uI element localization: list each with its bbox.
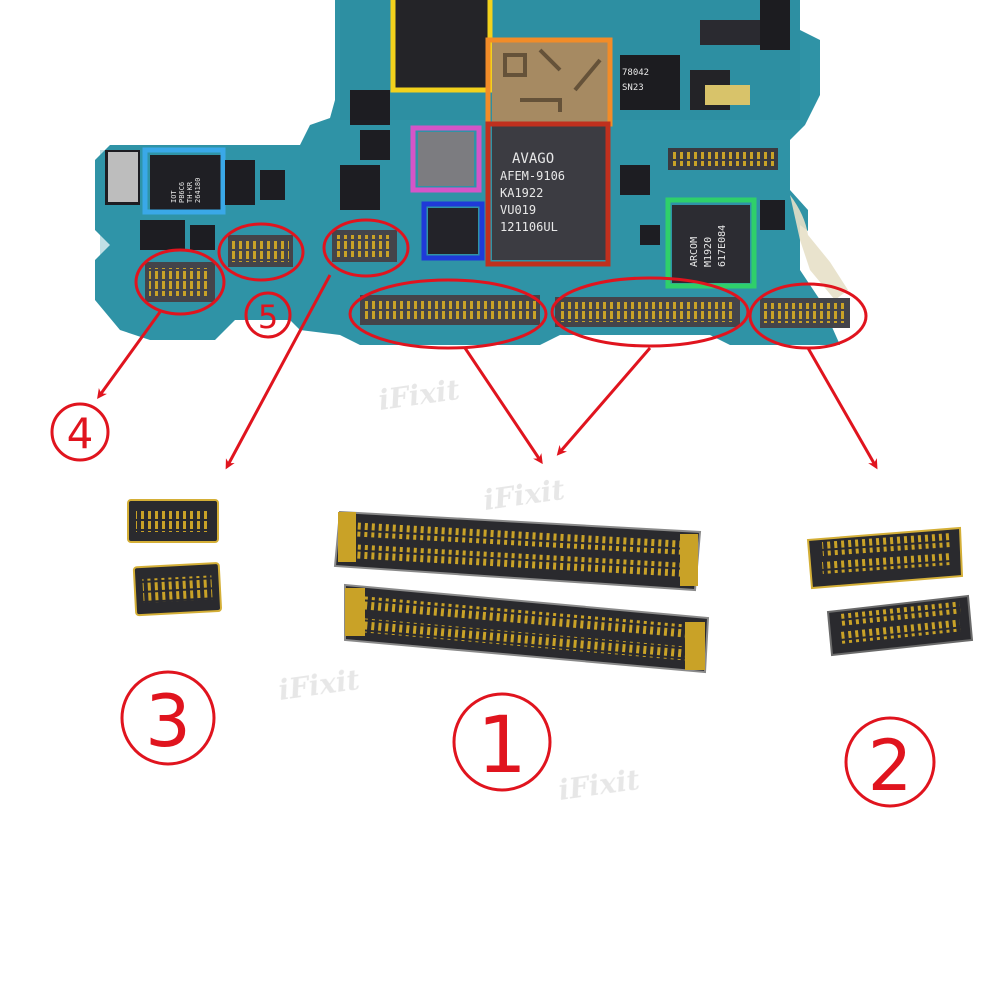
chip-mark-text: 78042 [622, 68, 649, 78]
ifixit-watermark: iFixit iFixit iFixit iFixit [276, 373, 641, 807]
svg-text:617E084: 617E084 [717, 225, 728, 267]
svg-text:AFEM-9106: AFEM-9106 [500, 169, 565, 183]
green-chip-markings: ARCOM M1920 617E084 [689, 225, 728, 267]
connector-3-top [127, 499, 219, 543]
ellipse-connector-3b [322, 218, 410, 278]
ellipse-connector-1b [550, 276, 750, 348]
chip-blue-highlight [421, 201, 485, 261]
ellipse-connector-4 [134, 248, 226, 316]
chip-red-highlight [485, 121, 611, 267]
label-3: 3 [145, 679, 191, 763]
connector-annotations [50, 218, 936, 808]
cyan-chip-markings: IOT PB6C6 TH-KR 264180 [170, 178, 202, 203]
svg-text:ARCOM: ARCOM [689, 237, 700, 267]
connector-2-bottom [826, 594, 974, 657]
connector-3-bottom [132, 562, 222, 617]
chip-magenta-highlight [410, 125, 482, 193]
svg-text:iFixit: iFixit [276, 663, 361, 707]
circle-label-2 [844, 716, 936, 808]
ellipse-connector-3a [217, 222, 305, 282]
circle-5 [244, 291, 292, 339]
svg-text:iFixit: iFixit [376, 373, 461, 417]
label-4: 4 [67, 409, 94, 458]
avago-chip-markings: AVAGO AFEM-9106 KA1922 VU019 121106UL [500, 151, 565, 234]
svg-text:121106UL: 121106UL [500, 220, 558, 234]
svg-text:264180: 264180 [194, 178, 202, 203]
connector-2-top [806, 526, 964, 590]
svg-text:AVAGO: AVAGO [512, 151, 554, 167]
chip-cyan-highlight [142, 147, 226, 215]
connector-1-top [333, 510, 702, 592]
svg-text:iFixit: iFixit [481, 473, 566, 517]
circle-label-1 [452, 692, 552, 792]
svg-text:M1920: M1920 [703, 237, 714, 267]
label-2: 2 [868, 725, 913, 807]
label-1: 1 [477, 701, 527, 791]
svg-text:IOT: IOT [170, 190, 178, 203]
connector-1-bottom [344, 583, 710, 674]
ellipse-connector-1a [348, 278, 548, 350]
label-5: 5 [258, 298, 278, 336]
svg-text:TH-KR: TH-KR [186, 181, 194, 203]
circle-label-4 [50, 402, 110, 462]
svg-text:PB6C6: PB6C6 [178, 182, 186, 203]
chip-mark-text: SN23 [622, 83, 644, 93]
svg-text:iFixit: iFixit [556, 763, 641, 807]
svg-text:VU019: VU019 [500, 203, 536, 217]
svg-text:KA1922: KA1922 [500, 186, 543, 200]
circle-label-3 [120, 670, 216, 766]
